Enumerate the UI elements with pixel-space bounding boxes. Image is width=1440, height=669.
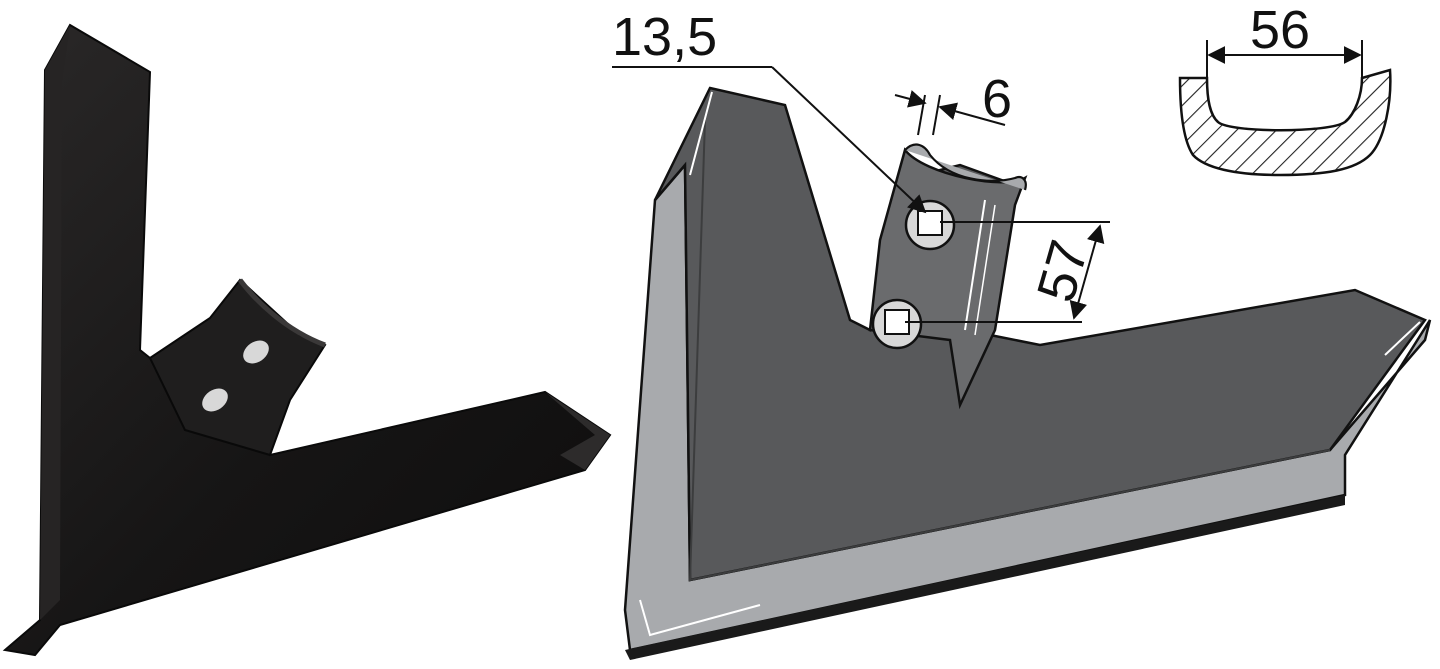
dimension-bolt-hole-label: 13,5 <box>612 7 717 67</box>
share-drawing-highlight-left <box>639 599 761 637</box>
share-photo-hole-upper <box>243 340 269 364</box>
share-drawing-hole-upper <box>904 199 956 251</box>
share-drawing-highlight-top <box>689 91 713 176</box>
share-drawing <box>623 86 1432 660</box>
share-photo-hole-lower <box>202 388 228 412</box>
dimension-mount-width-label: 56 <box>1250 0 1310 60</box>
cross-section-profile <box>1178 68 1392 177</box>
share-drawing-face <box>653 86 1427 582</box>
share-drawing-bottom-edge <box>625 495 1345 660</box>
share-drawing-inner-line <box>688 119 1331 582</box>
dimension-bolt-hole: 13,5 <box>612 7 927 214</box>
cross-section: 56 <box>1178 0 1392 177</box>
share-drawing-sleeve-groove-2 <box>974 204 996 336</box>
share-photo-sleeve-rim <box>238 278 326 348</box>
share-drawing-hole-lower <box>871 298 923 350</box>
share-drawing-highlight-right <box>1384 321 1421 356</box>
share-drawing-sleeve-top <box>904 143 1027 191</box>
share-photo-edge-right <box>545 392 610 470</box>
dimension-thickness-label: 6 <box>982 69 1012 129</box>
dimension-hole-spacing-label: 57 <box>1026 234 1100 308</box>
dimension-thickness: 6 <box>894 69 1012 136</box>
share-photo <box>2 23 612 657</box>
share-photo-edge-left <box>40 25 70 620</box>
